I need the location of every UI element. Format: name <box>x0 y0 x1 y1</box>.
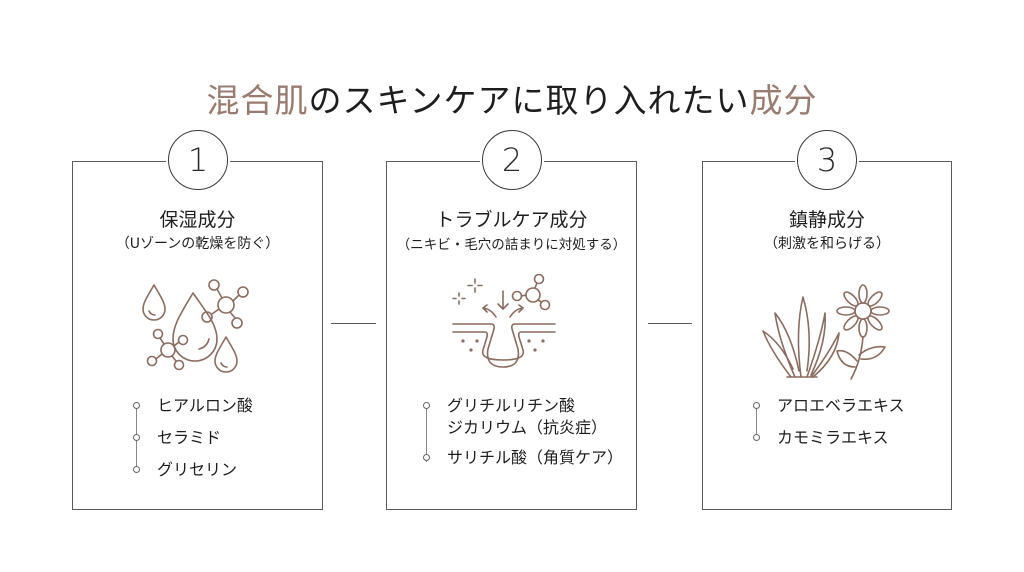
connector-line <box>331 323 376 324</box>
card-top-border-left <box>387 161 480 162</box>
card-moisturizing: 1 保湿成分 （Uゾーンの乾燥を防ぐ） ヒアルロン酸 セラミド <box>72 130 323 510</box>
number-badge: 1 <box>168 130 228 190</box>
ingredient-list: グリチルリチン酸 ジカリウム（抗炎症） サリチル酸（角質ケア） <box>419 395 623 479</box>
connector-line <box>648 323 692 324</box>
title-accent-end: 成分 <box>749 81 818 121</box>
bullet-circle-icon <box>423 402 430 409</box>
ingredient-item: アロエベラエキス <box>749 395 905 417</box>
card-subheading: （ニキビ・毛穴の詰まりに対処する） <box>396 237 627 253</box>
ingredient-list: アロエベラエキス カモミラエキス <box>749 395 905 459</box>
card-trouble-care: 2 トラブルケア成分 （ニキビ・毛穴の詰まりに対処する） <box>386 130 637 510</box>
bullet-circle-icon <box>423 454 430 461</box>
water-drops-molecule-icon <box>142 279 249 373</box>
card-subheading: （Uゾーンの乾燥を防ぐ） <box>115 236 280 252</box>
card-top-border-right <box>544 161 636 162</box>
card-heading: 鎮静成分 <box>788 209 865 231</box>
list-rail <box>756 406 757 438</box>
card-top-border-left <box>73 161 166 162</box>
number-badge: 2 <box>482 130 542 190</box>
ingredient-item: ヒアルロン酸 <box>129 395 253 417</box>
ingredient-item: グリセリン <box>129 459 253 481</box>
ingredient-item: サリチル酸（角質ケア） <box>419 447 623 469</box>
card-heading: トラブルケア成分 <box>435 209 588 231</box>
card-top-border-left <box>703 161 795 162</box>
bullet-circle-icon <box>133 402 140 409</box>
aloe-chamomile-icon <box>762 284 890 380</box>
bullet-circle-icon <box>133 466 140 473</box>
bullet-circle-icon <box>753 402 760 409</box>
list-rail <box>426 406 427 462</box>
card-heading: 保湿成分 <box>159 209 236 231</box>
bullet-circle-icon <box>133 434 140 441</box>
bullet-circle-icon <box>753 434 760 441</box>
page-title: 混合肌のスキンケアに取り入れたい成分 <box>0 74 1024 122</box>
number-badge: 3 <box>797 130 857 190</box>
ingredient-item: グリチルリチン酸 ジカリウム（抗炎症） <box>419 395 623 439</box>
card-soothing: 3 鎮静成分 （刺激を和らげる） アロエベラエキス カモミラエキス <box>702 130 952 510</box>
ingredient-list: ヒアルロン酸 セラミド グリセリン <box>129 395 253 491</box>
ingredient-item: セラミド <box>129 427 253 449</box>
pore-care-icon <box>452 273 556 368</box>
title-middle: のスキンケアに取り入れたい <box>308 81 750 121</box>
card-top-border-right <box>859 161 951 162</box>
ingredient-item: カモミラエキス <box>749 427 905 449</box>
card-top-border-right <box>230 161 322 162</box>
card-subheading: （刺激を和らげる） <box>764 236 890 252</box>
title-accent-start: 混合肌 <box>206 81 309 121</box>
